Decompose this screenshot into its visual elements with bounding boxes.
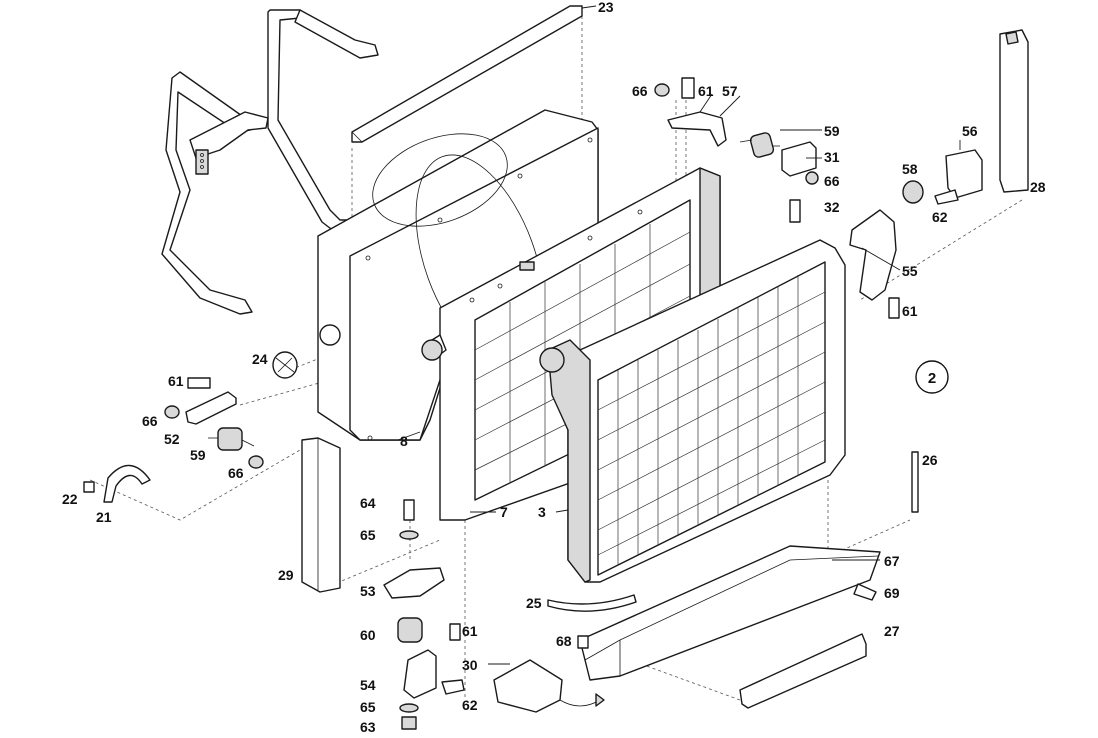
callout-61: 61 — [462, 623, 478, 639]
callout-21: 21 — [96, 509, 112, 525]
callout-64: 64 — [360, 495, 376, 511]
cover-30 — [493, 659, 563, 713]
callout-62: 62 — [932, 209, 948, 225]
callout-27: 27 — [884, 623, 900, 639]
callout-25: 25 — [526, 595, 542, 611]
callout-54: 54 — [360, 677, 376, 693]
callout-65: 65 — [360, 527, 376, 543]
side-panel-28 — [999, 29, 1029, 193]
bracket-57 — [667, 111, 727, 147]
bracket-56 — [945, 149, 983, 199]
bracket-53 — [383, 567, 445, 599]
bolt-69 — [853, 583, 877, 601]
callout-58: 58 — [902, 161, 918, 177]
callout-29: 29 — [278, 567, 294, 583]
callout-26: 26 — [922, 452, 938, 468]
bracket-54 — [403, 649, 437, 699]
seal-25 — [547, 594, 637, 612]
callout-24: 24 — [252, 351, 268, 367]
callout-66: 66 — [632, 83, 648, 99]
bolt-61b — [888, 297, 900, 319]
callout-52: 52 — [164, 431, 180, 447]
callout-59: 59 — [190, 447, 206, 463]
callout-61: 61 — [698, 83, 714, 99]
bottom-panels — [493, 451, 919, 713]
front-grid — [597, 275, 826, 565]
mount-hardware-right — [654, 77, 983, 319]
bracket-31 — [781, 141, 817, 177]
callout-55: 55 — [902, 263, 918, 279]
callout-3: 3 — [538, 504, 546, 520]
callout-62: 62 — [462, 697, 478, 713]
bracket-55 — [849, 209, 897, 301]
callout-32: 32 — [824, 199, 840, 215]
callout-57: 57 — [722, 83, 738, 99]
nut-63 — [401, 716, 417, 730]
top-bar-23 — [351, 5, 583, 143]
callout-7: 7 — [500, 504, 508, 520]
callout-labels: 23 28 66 61 57 59 56 31 66 58 62 32 55 6… — [62, 0, 1046, 735]
bolt-61d — [449, 623, 461, 641]
strip-26 — [911, 451, 919, 513]
callout-66: 66 — [824, 173, 840, 189]
clip-22 — [83, 481, 95, 493]
bolt-32 — [789, 199, 801, 223]
callout-63: 63 — [360, 719, 376, 735]
callout-8: 8 — [400, 433, 408, 449]
bracket-52 — [185, 391, 237, 425]
deflector-67 — [579, 545, 881, 681]
callout-56: 56 — [962, 123, 978, 139]
isolator-59 — [739, 132, 780, 158]
callout-61: 61 — [168, 373, 184, 389]
svg-text:2: 2 — [928, 370, 936, 387]
bolt-61a — [681, 77, 695, 99]
callout-23: 23 — [598, 0, 614, 15]
view-badge: 2 — [915, 360, 949, 394]
callout-61: 61 — [902, 303, 918, 319]
leader-lines — [397, 5, 961, 665]
mount-hardware-bottom — [383, 499, 465, 730]
callout-22: 22 — [62, 491, 78, 507]
clamp-21 — [103, 464, 151, 503]
callout-60: 60 — [360, 627, 376, 643]
bolt-62a — [934, 189, 959, 205]
callout-31: 31 — [824, 149, 840, 165]
bolt-61c — [187, 377, 211, 389]
callout-59: 59 — [824, 123, 840, 139]
callout-30: 30 — [462, 657, 478, 673]
mount-hardware-left — [83, 351, 298, 503]
panel-27 — [739, 633, 867, 709]
bolt-64 — [403, 499, 415, 521]
callout-53: 53 — [360, 583, 376, 599]
callout-69: 69 — [884, 585, 900, 601]
callout-68: 68 — [556, 633, 572, 649]
callout-67: 67 — [884, 553, 900, 569]
bolt-62b — [441, 679, 465, 695]
seal-strip-29 — [301, 437, 341, 593]
radiator-front-3 — [539, 239, 846, 583]
fan-shroud-8 — [317, 109, 599, 441]
support-frame — [161, 9, 379, 315]
callout-66: 66 — [228, 465, 244, 481]
callout-66: 66 — [142, 413, 158, 429]
isolator-59b — [208, 427, 255, 451]
callout-28: 28 — [1030, 179, 1046, 195]
bolt-68 — [577, 635, 589, 649]
oring-24 — [272, 351, 298, 379]
callout-65: 65 — [360, 699, 376, 715]
isolator-60 — [397, 617, 423, 643]
